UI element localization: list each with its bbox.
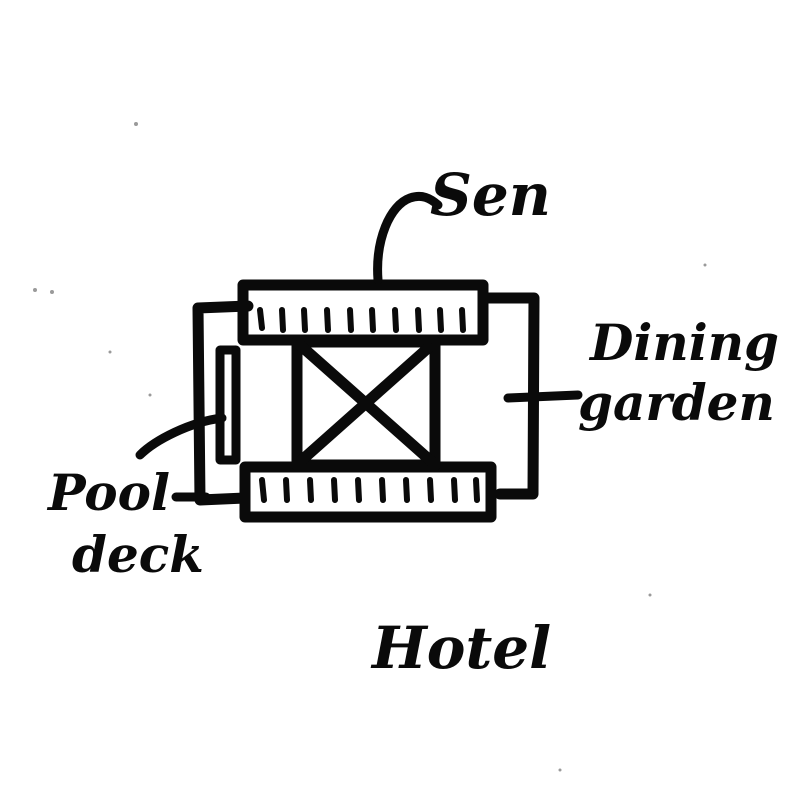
label-top: Sen <box>430 161 551 229</box>
label-bottom: Hotel <box>370 614 551 682</box>
central-atrium-box <box>291 336 441 471</box>
leader-line-right <box>503 390 583 403</box>
label-left-line1: Pool <box>46 463 170 522</box>
pool-bar <box>215 345 241 465</box>
leader-line-top <box>373 191 443 285</box>
label-right-line1: Dining <box>588 313 779 372</box>
label-left-line2: deck <box>72 525 204 584</box>
paper-specks <box>33 122 707 772</box>
label-right-line2: garden <box>578 373 775 432</box>
leader-line-left <box>135 413 227 502</box>
atrium-cross <box>294 339 438 468</box>
top-room-block <box>237 279 489 346</box>
bottom-block-ticks <box>259 477 480 503</box>
top-block-ticks <box>257 307 466 333</box>
